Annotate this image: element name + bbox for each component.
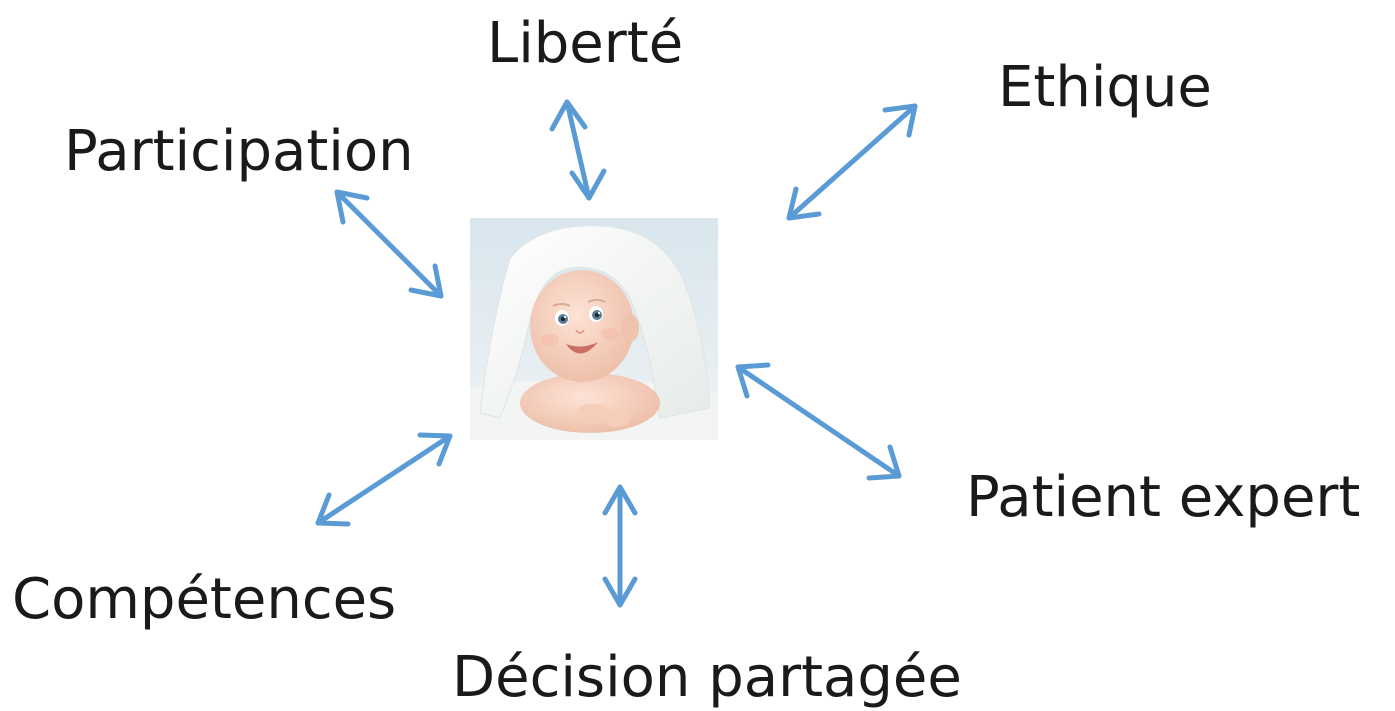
label-ethique: Ethique bbox=[998, 55, 1212, 120]
baby-photo bbox=[470, 218, 718, 440]
arrow-decision-partagee bbox=[602, 484, 638, 608]
arrow-participation bbox=[334, 189, 444, 299]
arrow-patient-expert bbox=[735, 362, 902, 481]
label-decision-partagee: Décision partagée bbox=[452, 645, 962, 710]
arrow-competences bbox=[315, 432, 453, 527]
arrow-liberte bbox=[549, 99, 607, 201]
label-liberte: Liberté bbox=[487, 11, 684, 76]
arrow-ethique bbox=[786, 103, 918, 221]
label-competences: Compétences bbox=[12, 567, 397, 632]
label-participation: Participation bbox=[64, 119, 414, 184]
label-patient-expert: Patient expert bbox=[966, 465, 1361, 530]
